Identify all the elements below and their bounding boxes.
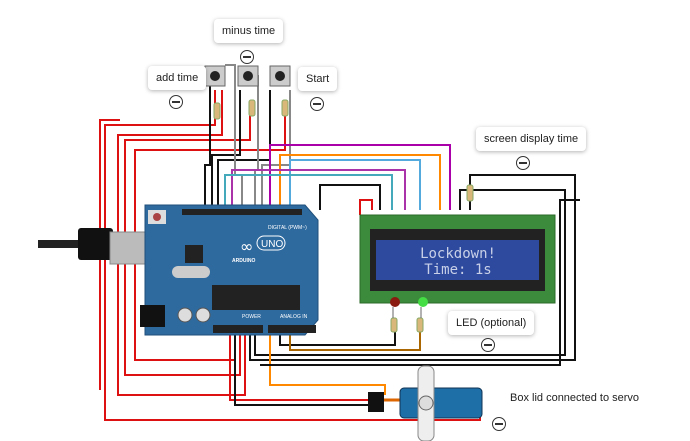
pushbutton-start[interactable] <box>269 65 291 87</box>
arduino-logo-icon: ∞ <box>240 237 253 256</box>
pushbutton-minus-time[interactable] <box>237 65 259 87</box>
wire-black <box>260 199 580 366</box>
minus-circle-icon[interactable] <box>310 97 324 111</box>
minus-circle-icon[interactable] <box>169 95 183 109</box>
minus-circle-icon[interactable] <box>240 50 254 64</box>
wire-grey <box>254 75 259 210</box>
wires <box>99 64 580 421</box>
wire-black <box>254 189 566 356</box>
wire-black <box>279 330 396 346</box>
wire-grey <box>261 90 291 210</box>
wire-black <box>204 80 211 210</box>
minus-circle-icon[interactable] <box>492 417 506 431</box>
wire-red <box>117 90 246 396</box>
wire-black <box>211 90 241 210</box>
wire-black <box>217 90 271 210</box>
led-green[interactable] <box>418 297 428 318</box>
wire-red <box>99 119 120 390</box>
wire-black <box>249 174 576 361</box>
annotation-screen-display-time: screen display time <box>476 127 587 151</box>
annotation-minus-time: minus time <box>214 19 284 43</box>
wire-cyan <box>224 174 393 210</box>
annotation-servo: Box lid connected to servo <box>510 392 640 404</box>
power-label: POWER <box>242 314 261 320</box>
lcd-line-1: Lockdown! <box>420 246 496 262</box>
annotation-start: Start <box>298 67 338 91</box>
wire-black <box>319 184 381 210</box>
arduino-uno[interactable]: ∞ ARDUINO UNO DIGITAL (PWM~) POWER ANALO… <box>140 204 319 336</box>
wire-brown <box>289 330 421 351</box>
wire-orange <box>279 154 441 210</box>
annotation-led-optional: LED (optional) <box>448 311 535 335</box>
pushbutton-add-time[interactable] <box>204 65 226 87</box>
wire-blue <box>289 159 421 210</box>
lcd-line-2: Time: 1s <box>424 262 491 278</box>
servo-motor[interactable] <box>368 365 483 441</box>
wire-purple <box>269 144 451 210</box>
annotation-add-time: add time <box>148 66 207 90</box>
minus-circle-icon[interactable] <box>516 156 530 170</box>
wire-red <box>359 199 373 215</box>
wire-black <box>234 335 382 406</box>
lcd-16x2[interactable]: Lockdown! Time: 1s <box>359 214 556 304</box>
resistors <box>213 99 474 333</box>
wire-red <box>229 335 380 401</box>
digital-label: DIGITAL (PWM~) <box>268 225 307 231</box>
analog-label: ANALOG IN <box>280 314 308 320</box>
arduino-brand: ARDUINO <box>232 258 255 264</box>
wire-orange <box>269 335 386 395</box>
led-red[interactable] <box>390 297 400 318</box>
wire-purple <box>231 169 406 210</box>
usb-cable <box>38 228 156 265</box>
minus-circle-icon[interactable] <box>481 338 495 352</box>
arduino-model: UNO <box>261 239 283 250</box>
